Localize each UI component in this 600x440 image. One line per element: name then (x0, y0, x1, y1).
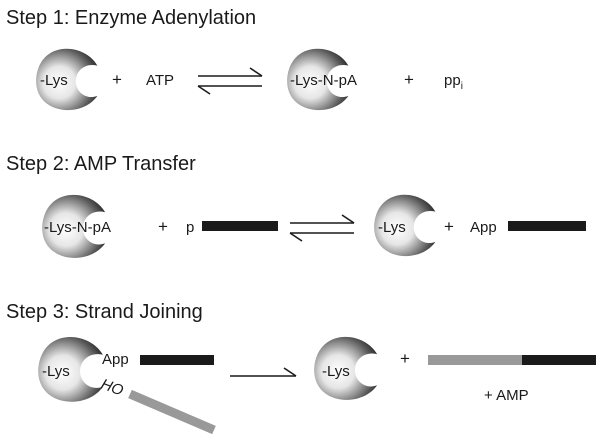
dna-strand-gray (128, 389, 216, 435)
step3-enzyme-right-label: -Lys (322, 363, 350, 380)
dna-strand-gray (428, 355, 522, 365)
step1-plus-2: + (404, 70, 414, 89)
step2-plus-2: + (444, 217, 454, 236)
dna-strand-black (202, 221, 278, 231)
step2-p-label: p (186, 219, 194, 236)
equilibrium-arrow-icon (289, 214, 355, 242)
step3-amp-label: + AMP (484, 387, 529, 404)
step3-enzyme-left-label: -Lys (42, 363, 70, 380)
step1-enzyme-left-label: -Lys (40, 72, 68, 89)
step1-ppi-label: ppi (444, 72, 463, 92)
step2-title: Step 2: AMP Transfer (6, 153, 196, 175)
step1-enzyme-right-label: -Lys-N-pA (290, 72, 357, 89)
step1-plus-1: + (112, 70, 122, 89)
step2-enzyme-left-label: -Lys-N-pA (44, 219, 111, 236)
step3-title: Step 3: Strand Joining (6, 301, 203, 323)
forward-arrow-icon (230, 367, 297, 377)
equilibrium-arrow-icon (197, 67, 263, 95)
step2-app-label: App (470, 219, 497, 236)
step3-ho-label: HO (99, 376, 126, 400)
dna-strand-black (522, 355, 596, 365)
step3-plus: + (400, 349, 410, 368)
step1-atp-label: ATP (146, 72, 174, 89)
dna-strand-black (508, 221, 586, 231)
step2-plus-1: + (158, 217, 168, 236)
step2-enzyme-right-label: -Lys (378, 219, 406, 236)
step3-app-label: App (102, 351, 129, 368)
step1-title: Step 1: Enzyme Adenylation (6, 7, 256, 29)
dna-strand-black (140, 355, 214, 365)
